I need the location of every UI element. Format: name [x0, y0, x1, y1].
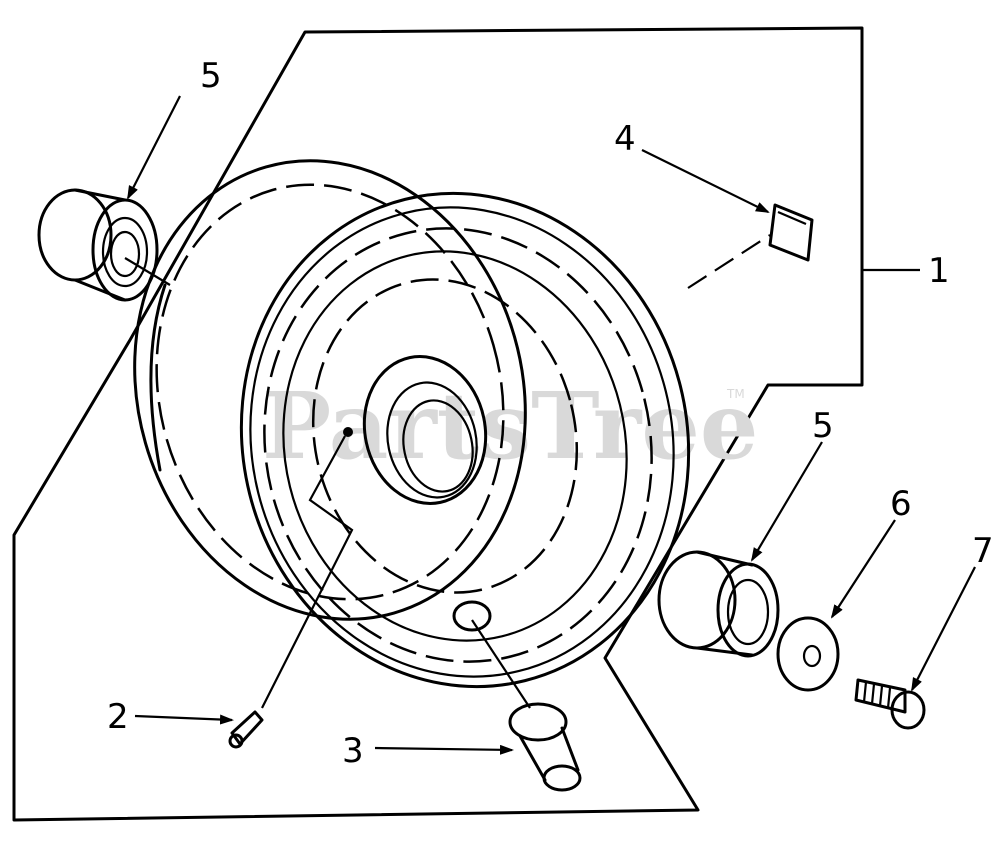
callout-3: 3: [342, 731, 364, 771]
watermark-tm: TM: [726, 387, 745, 401]
watermark: PartsTree: [262, 372, 758, 480]
wheel-rim: [133, 159, 691, 709]
bearing-right: [657, 550, 780, 658]
callout-1: 1: [928, 251, 950, 291]
assembly-outline: [12, 26, 864, 822]
callout-5-left: 5: [200, 56, 222, 96]
bearing-left: [37, 188, 171, 302]
callout-6: 6: [890, 484, 912, 524]
grease-fitting: [228, 710, 264, 749]
bolt: [854, 678, 926, 730]
callout-7: 7: [972, 531, 994, 571]
washer: [776, 616, 840, 692]
valve-stem: [471, 619, 582, 792]
callout-4: 4: [614, 119, 636, 159]
callout-leaders: [127, 95, 976, 755]
callout-5-right: 5: [812, 406, 834, 446]
decal: [687, 203, 814, 289]
callout-2: 2: [107, 697, 129, 737]
